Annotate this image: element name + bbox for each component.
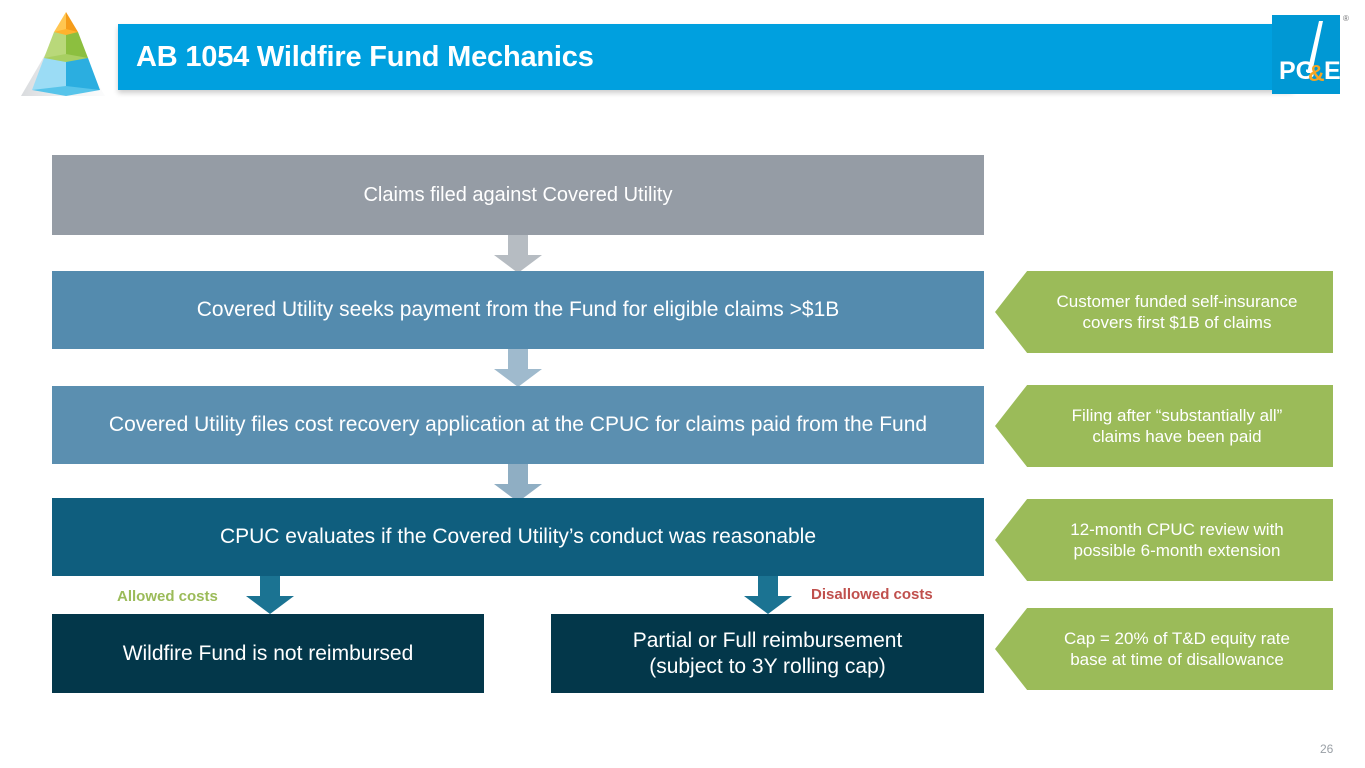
flow-step-claims-filed: Claims filed against Covered Utility bbox=[52, 155, 984, 235]
pyramid-logo-icon bbox=[18, 6, 114, 100]
page-number: 26 bbox=[1320, 742, 1334, 756]
flow-step-cpuc-evaluates: CPUC evaluates if the Covered Utility’s … bbox=[52, 498, 984, 576]
outcome-label: Partial or Full reimbursement (subject t… bbox=[633, 628, 903, 680]
callout-line1: Cap = 20% of T&D equity rate bbox=[1063, 629, 1290, 648]
svg-text:PG: PG bbox=[1279, 57, 1315, 85]
branch-label-disallowed-costs: Disallowed costs bbox=[811, 586, 933, 603]
branch-arrow-allowed bbox=[246, 576, 294, 614]
flow-step-cost-recovery: Covered Utility files cost recovery appl… bbox=[52, 386, 984, 464]
callout-line1: Filing after “substantially all” bbox=[1071, 406, 1283, 425]
callout-filing-timing: Filing after “substantially all” claims … bbox=[995, 385, 1333, 467]
svg-text:&: & bbox=[1308, 60, 1325, 86]
branch-label-allowed-costs: Allowed costs bbox=[117, 588, 218, 605]
callout-text: 12-month CPUC review with possible 6-mon… bbox=[1035, 519, 1319, 561]
callout-review-period: 12-month CPUC review with possible 6-mon… bbox=[995, 499, 1333, 581]
outcome-label: Wildfire Fund is not reimbursed bbox=[122, 641, 414, 665]
callout-line2: base at time of disallowance bbox=[1070, 650, 1284, 669]
outcome-label-line1: Partial or Full reimbursement bbox=[632, 628, 903, 652]
flow-step-label: CPUC evaluates if the Covered Utility’s … bbox=[219, 525, 817, 548]
callout-line2: claims have been paid bbox=[1092, 427, 1262, 446]
outcome-box-partial-full-reimbursement: Partial or Full reimbursement (subject t… bbox=[551, 614, 984, 693]
pge-logo: PG & E bbox=[1272, 15, 1341, 94]
flow-step-label: Covered Utility seeks payment from the F… bbox=[196, 298, 840, 321]
callout-line2: possible 6-month extension bbox=[1073, 541, 1281, 560]
callout-text: Customer funded self-insurance covers fi… bbox=[1035, 291, 1319, 333]
outcome-box-not-reimbursed: Wildfire Fund is not reimbursed bbox=[52, 614, 484, 693]
callout-cap-calculation: Cap = 20% of T&D equity rate base at tim… bbox=[995, 608, 1333, 690]
flow-connector-arrow-2 bbox=[494, 349, 542, 387]
registered-trademark-symbol: ® bbox=[1343, 14, 1349, 23]
callout-line2: covers first $1B of claims bbox=[1082, 313, 1272, 332]
svg-text:E: E bbox=[1324, 57, 1340, 85]
slide-header-bar bbox=[118, 24, 1293, 90]
callout-text: Filing after “substantially all” claims … bbox=[1035, 405, 1319, 447]
flow-step-label: Covered Utility files cost recovery appl… bbox=[108, 413, 928, 436]
page-title: AB 1054 Wildfire Fund Mechanics bbox=[136, 41, 594, 73]
callout-line1: Customer funded self-insurance bbox=[1056, 292, 1298, 311]
flow-connector-arrow-3 bbox=[494, 464, 542, 502]
callout-text: Cap = 20% of T&D equity rate base at tim… bbox=[1035, 628, 1319, 670]
callout-line1: 12-month CPUC review with bbox=[1070, 520, 1284, 539]
flow-connector-arrow-1 bbox=[494, 235, 542, 273]
flow-step-seeks-payment: Covered Utility seeks payment from the F… bbox=[52, 271, 984, 349]
callout-self-insurance: Customer funded self-insurance covers fi… bbox=[995, 271, 1333, 353]
flow-step-label: Claims filed against Covered Utility bbox=[363, 184, 673, 206]
branch-arrow-disallowed bbox=[744, 576, 792, 614]
outcome-label-line2: (subject to 3Y rolling cap) bbox=[649, 654, 886, 678]
